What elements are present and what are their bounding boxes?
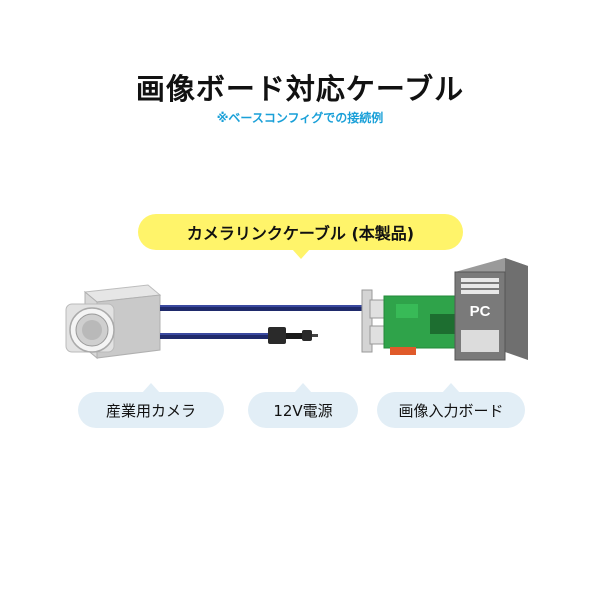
camera-illustration: [65, 284, 162, 360]
page-title: 画像ボード対応ケーブル: [135, 72, 465, 106]
page-subtitle: ※ベースコンフィグでの接続例: [216, 111, 384, 125]
board-bracket: [361, 289, 385, 353]
camera-link-cable: [160, 305, 370, 339]
image-input-board-label: 画像入力ボード: [377, 383, 525, 428]
industrial-camera-label: 産業用カメラ: [78, 383, 224, 428]
pc-label: PC: [470, 303, 491, 320]
power-supply-label: 12V電源: [248, 383, 358, 428]
power-connector: [268, 327, 318, 344]
cable-callout: カメラリンクケーブル (本製品): [138, 214, 463, 259]
pc-tower: PC: [454, 258, 528, 361]
